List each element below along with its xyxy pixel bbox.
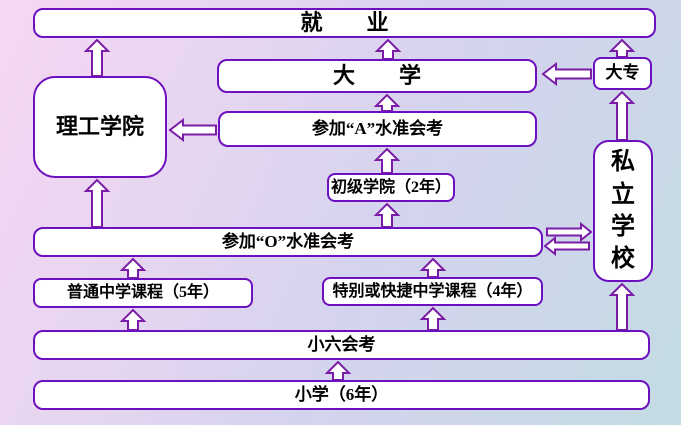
node-label-char: 校 <box>611 246 635 273</box>
node-a-level-exam: 参加“A”水准会考 <box>218 111 537 147</box>
arrow-psle-to-private <box>608 282 636 331</box>
node-label: 普通中学课程（5年） <box>66 284 219 302</box>
node-label: 就 业 <box>300 9 389 35</box>
node-label: 初级学院（2年） <box>330 178 451 196</box>
node-employment: 就 业 <box>33 8 656 38</box>
arrow-o-level-to-polytechnic <box>83 178 111 228</box>
node-label-char: 立 <box>611 181 635 208</box>
node-junior-college: 初级学院（2年） <box>327 173 455 202</box>
node-label-char: 学 <box>611 214 635 240</box>
arrow-a-level-to-polytechnic <box>168 117 217 143</box>
node-label: 大 学 <box>332 62 421 88</box>
node-university: 大 学 <box>217 59 537 93</box>
node-primary-school: 小学（6年） <box>33 380 650 410</box>
arrow-normal-to-o-level <box>119 257 147 279</box>
arrow-polytechnic-to-employment <box>83 38 111 77</box>
node-psle: 小六会考 <box>33 330 650 360</box>
arrow-diploma-to-university <box>541 61 592 87</box>
arrow-o-level-to-private <box>546 221 593 243</box>
arrow-private-to-diploma <box>608 90 636 141</box>
node-private-school: 私立学校 <box>593 140 653 282</box>
arrow-psle-to-normal <box>119 308 147 331</box>
node-label: 参加“A”水准会考 <box>311 118 444 138</box>
arrow-university-to-employment <box>374 38 402 60</box>
node-polytechnic: 理工学院 <box>33 76 167 178</box>
arrow-junior-college-to-a-level <box>373 147 401 174</box>
node-diploma: 大专 <box>593 57 652 90</box>
node-normal-secondary: 普通中学课程（5年） <box>33 278 253 308</box>
arrow-a-level-to-university <box>373 93 401 112</box>
arrow-primary-to-psle <box>324 360 352 381</box>
node-label: 小六会考 <box>307 334 376 354</box>
node-label: 参加“O”水准会考 <box>221 231 355 251</box>
node-label: 小学（6年） <box>294 384 389 404</box>
node-label: 特别或快捷中学课程（4年） <box>332 282 533 300</box>
arrow-psle-to-express <box>419 306 447 331</box>
node-express-secondary: 特别或快捷中学课程（4年） <box>322 277 543 306</box>
arrow-diploma-to-employment <box>608 38 636 58</box>
node-label: 大专 <box>605 63 640 83</box>
node-label: 理工学院 <box>55 113 144 139</box>
node-o-level-exam: 参加“O”水准会考 <box>33 227 543 257</box>
arrow-express-to-o-level <box>419 257 447 278</box>
arrow-o-level-to-junior-college <box>373 202 401 228</box>
node-label-char: 私 <box>611 149 635 176</box>
arrow-private-to-o-level <box>543 235 590 257</box>
